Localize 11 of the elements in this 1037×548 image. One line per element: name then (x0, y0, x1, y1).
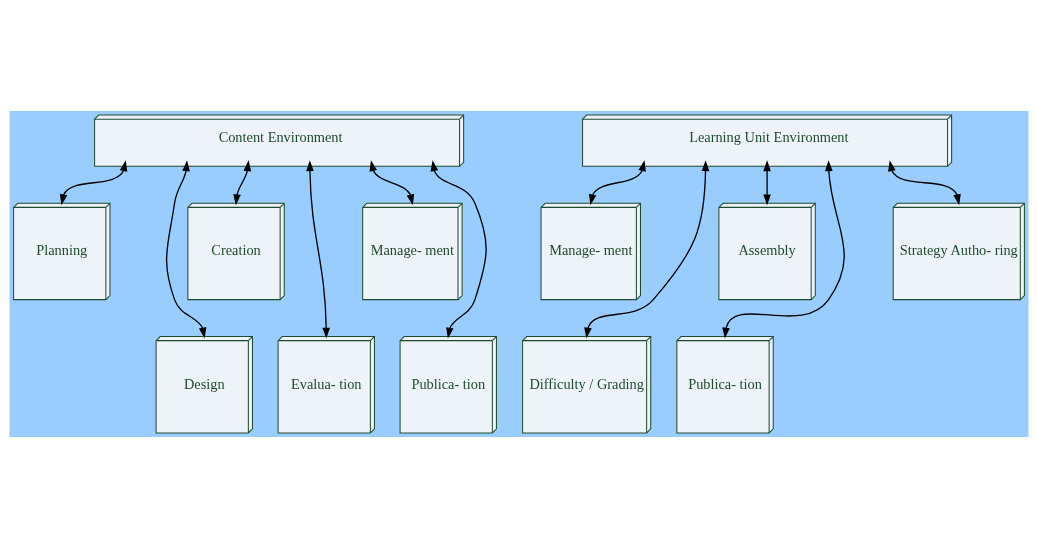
arrow (165, 160, 206, 339)
arrow (59, 160, 127, 206)
arrow (232, 160, 251, 206)
arrow (887, 160, 961, 206)
arrow (369, 160, 414, 206)
arrow (721, 160, 845, 339)
arrow (588, 160, 646, 206)
arrow (430, 160, 487, 339)
arrow (305, 160, 330, 339)
arrow (762, 160, 771, 206)
arrow (583, 160, 709, 339)
